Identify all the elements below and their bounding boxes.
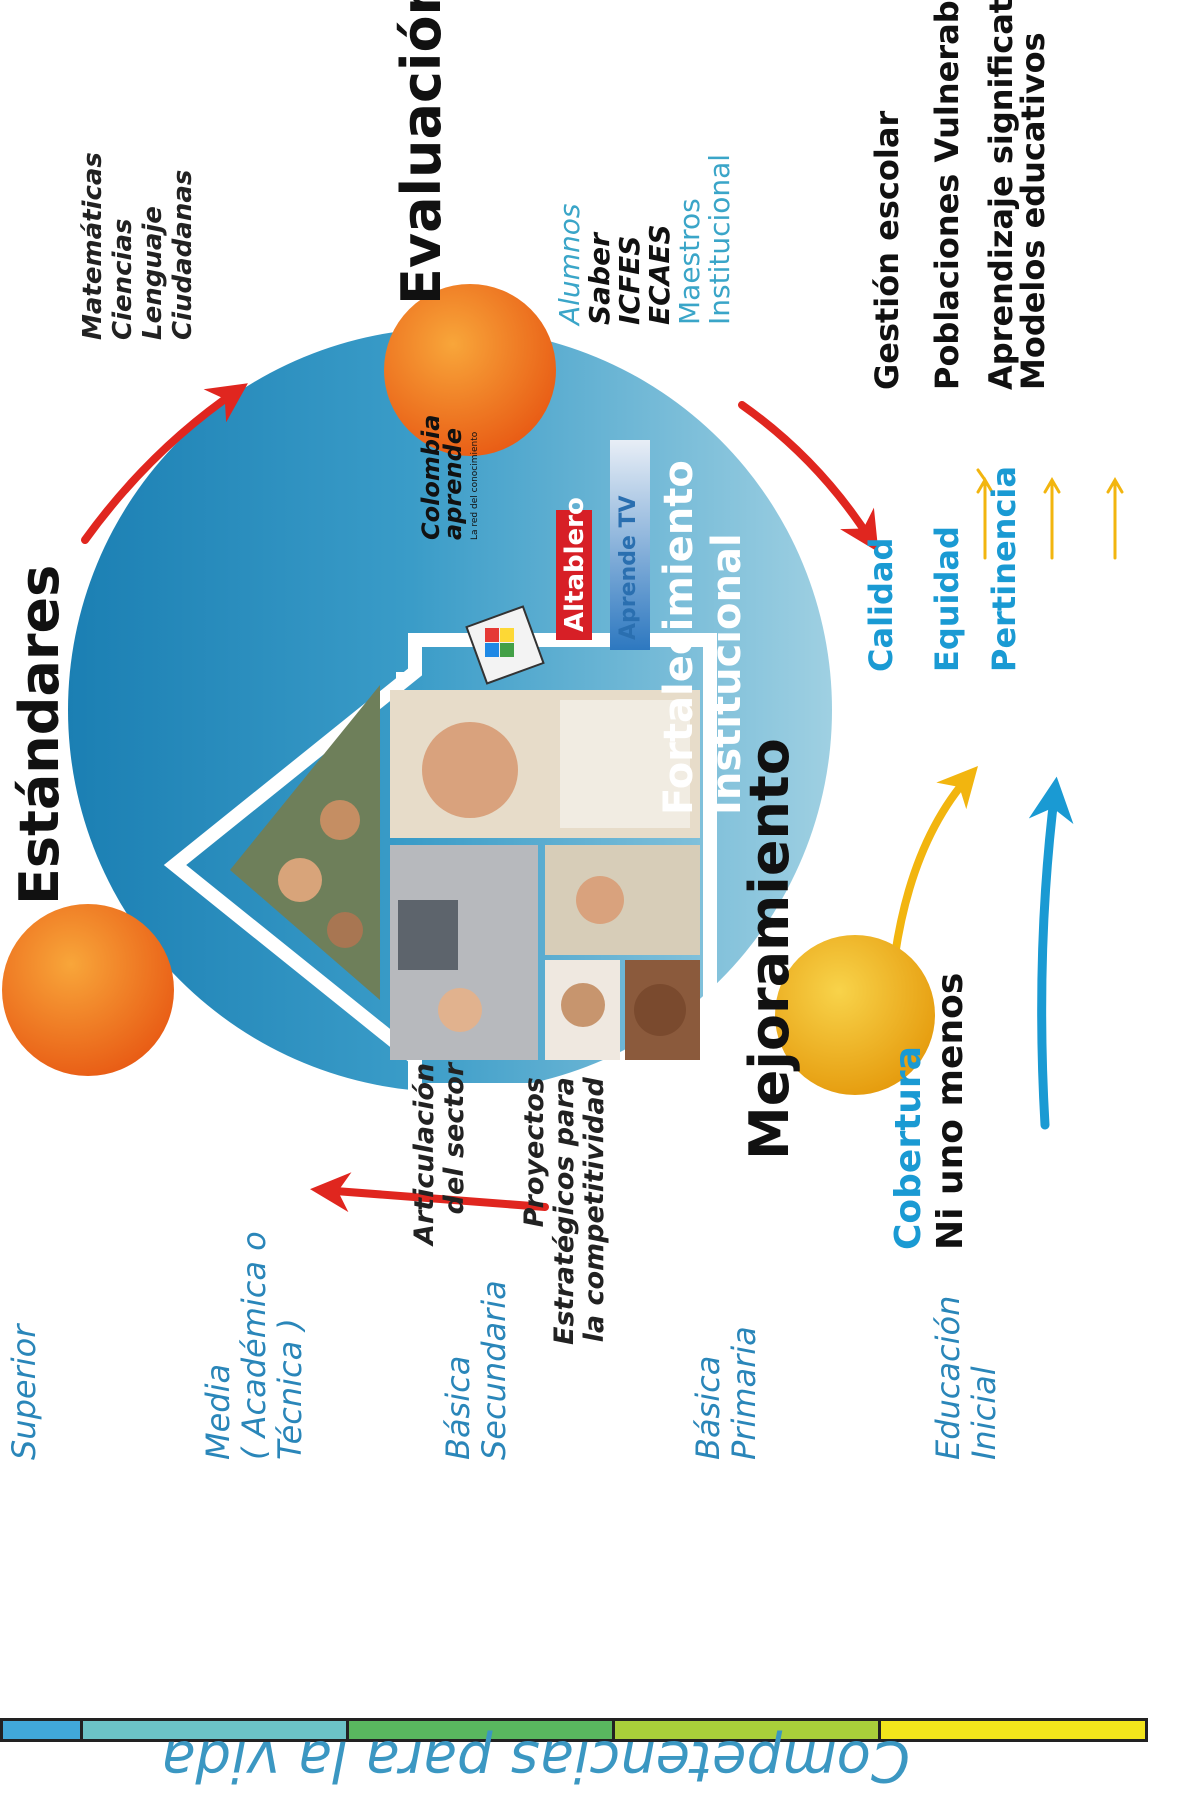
policy-value-aprendizaje: Aprendizaje significativo Modelos educat… xyxy=(982,0,1052,390)
colombia-aprende-logo xyxy=(465,605,545,685)
policy-key-calidad: Calidad xyxy=(862,537,900,672)
altablero-badge xyxy=(556,510,592,640)
policy-arrow-pertinencia xyxy=(1106,477,1124,560)
cobertura-title: Cobertura xyxy=(888,1046,929,1250)
level-label-media: Media ( Académica o Técnica ) xyxy=(199,1231,309,1460)
evaluacion-node xyxy=(384,284,556,456)
logo-colombia-sub: La red del conocimiento xyxy=(470,431,480,540)
photo-collage xyxy=(230,685,700,1060)
policy-value-poblaciones: Poblaciones Vulnerables xyxy=(928,0,966,390)
center-label: Fortalecimiento Institucional xyxy=(656,460,750,815)
altablero-text: Altablero xyxy=(560,497,590,632)
policy-value-gestion: Gestión escolar xyxy=(868,110,906,390)
evaluacion-label: Evaluación xyxy=(390,0,453,305)
articulacion-text: Articulación del sector xyxy=(409,1062,470,1245)
arrow-estandares-to-evaluacion xyxy=(81,383,248,544)
level-label-secundaria: Básica Secundaria xyxy=(439,1280,513,1460)
eval-item-alumnos: Alumnos xyxy=(553,203,586,325)
policy-arrow-calidad xyxy=(976,468,994,560)
eval-item-saber: Saber xyxy=(583,233,616,325)
level-label-primaria: Básica Primaria xyxy=(689,1326,763,1460)
level-segment-primaria xyxy=(615,1721,881,1739)
competencias-banner: Competencias para la vida xyxy=(161,1728,910,1793)
eval-item-ecaes: ECAES xyxy=(643,224,676,325)
evaluation-list: Alumnos Saber ICFES ECAES Maestros Insti… xyxy=(553,153,736,325)
mejoramiento-node xyxy=(775,935,935,1095)
level-color-bar xyxy=(0,1718,1148,1742)
cobertura-block: Cobertura Ni uno menos xyxy=(888,973,972,1250)
eval-item-institucional: Institucional xyxy=(703,153,736,325)
level-segment-inicial xyxy=(881,1721,1145,1739)
level-label-superior: Superior xyxy=(5,1324,43,1460)
level-label-inicial: Educación Inicial xyxy=(929,1295,1003,1460)
policy-key-pertinencia: Pertinencia xyxy=(985,466,1023,672)
policy-arrows xyxy=(976,468,1124,560)
eval-item-icfes: ICFES xyxy=(613,235,646,325)
arrow-cobertura-to-equidad xyxy=(1028,776,1074,1130)
level-segment-secundaria xyxy=(349,1721,615,1739)
arrow-evaluacion-to-mejoramiento xyxy=(738,401,879,553)
arrow-articulacion-to-estandares xyxy=(310,1172,549,1213)
eval-item-maestros: Maestros xyxy=(673,198,706,325)
estandares-label: Estándares xyxy=(8,564,71,905)
arrow-mejoramiento-to-calidad xyxy=(891,766,978,959)
level-segment-media xyxy=(83,1721,349,1739)
aprende-tv-text: Aprende TV xyxy=(616,495,641,640)
policy-key-equidad: Equidad xyxy=(928,526,966,672)
aprende-tv-badge xyxy=(610,440,650,650)
policy-arrow-equidad xyxy=(1043,477,1061,560)
cobertura-subtitle: Ni uno menos xyxy=(930,972,971,1250)
standards-list: Matemáticas Ciencias Lenguaje Ciudadanas xyxy=(78,152,198,340)
proyectos-text: Proyectos Estratégicos para la competiti… xyxy=(519,1077,610,1345)
level-segment-superior xyxy=(3,1721,83,1739)
logo-colombia-line2: aprende xyxy=(439,427,467,540)
estandares-node xyxy=(2,904,174,1076)
logo-colombia-text: Colombia aprende La red del conocimiento xyxy=(417,415,486,540)
